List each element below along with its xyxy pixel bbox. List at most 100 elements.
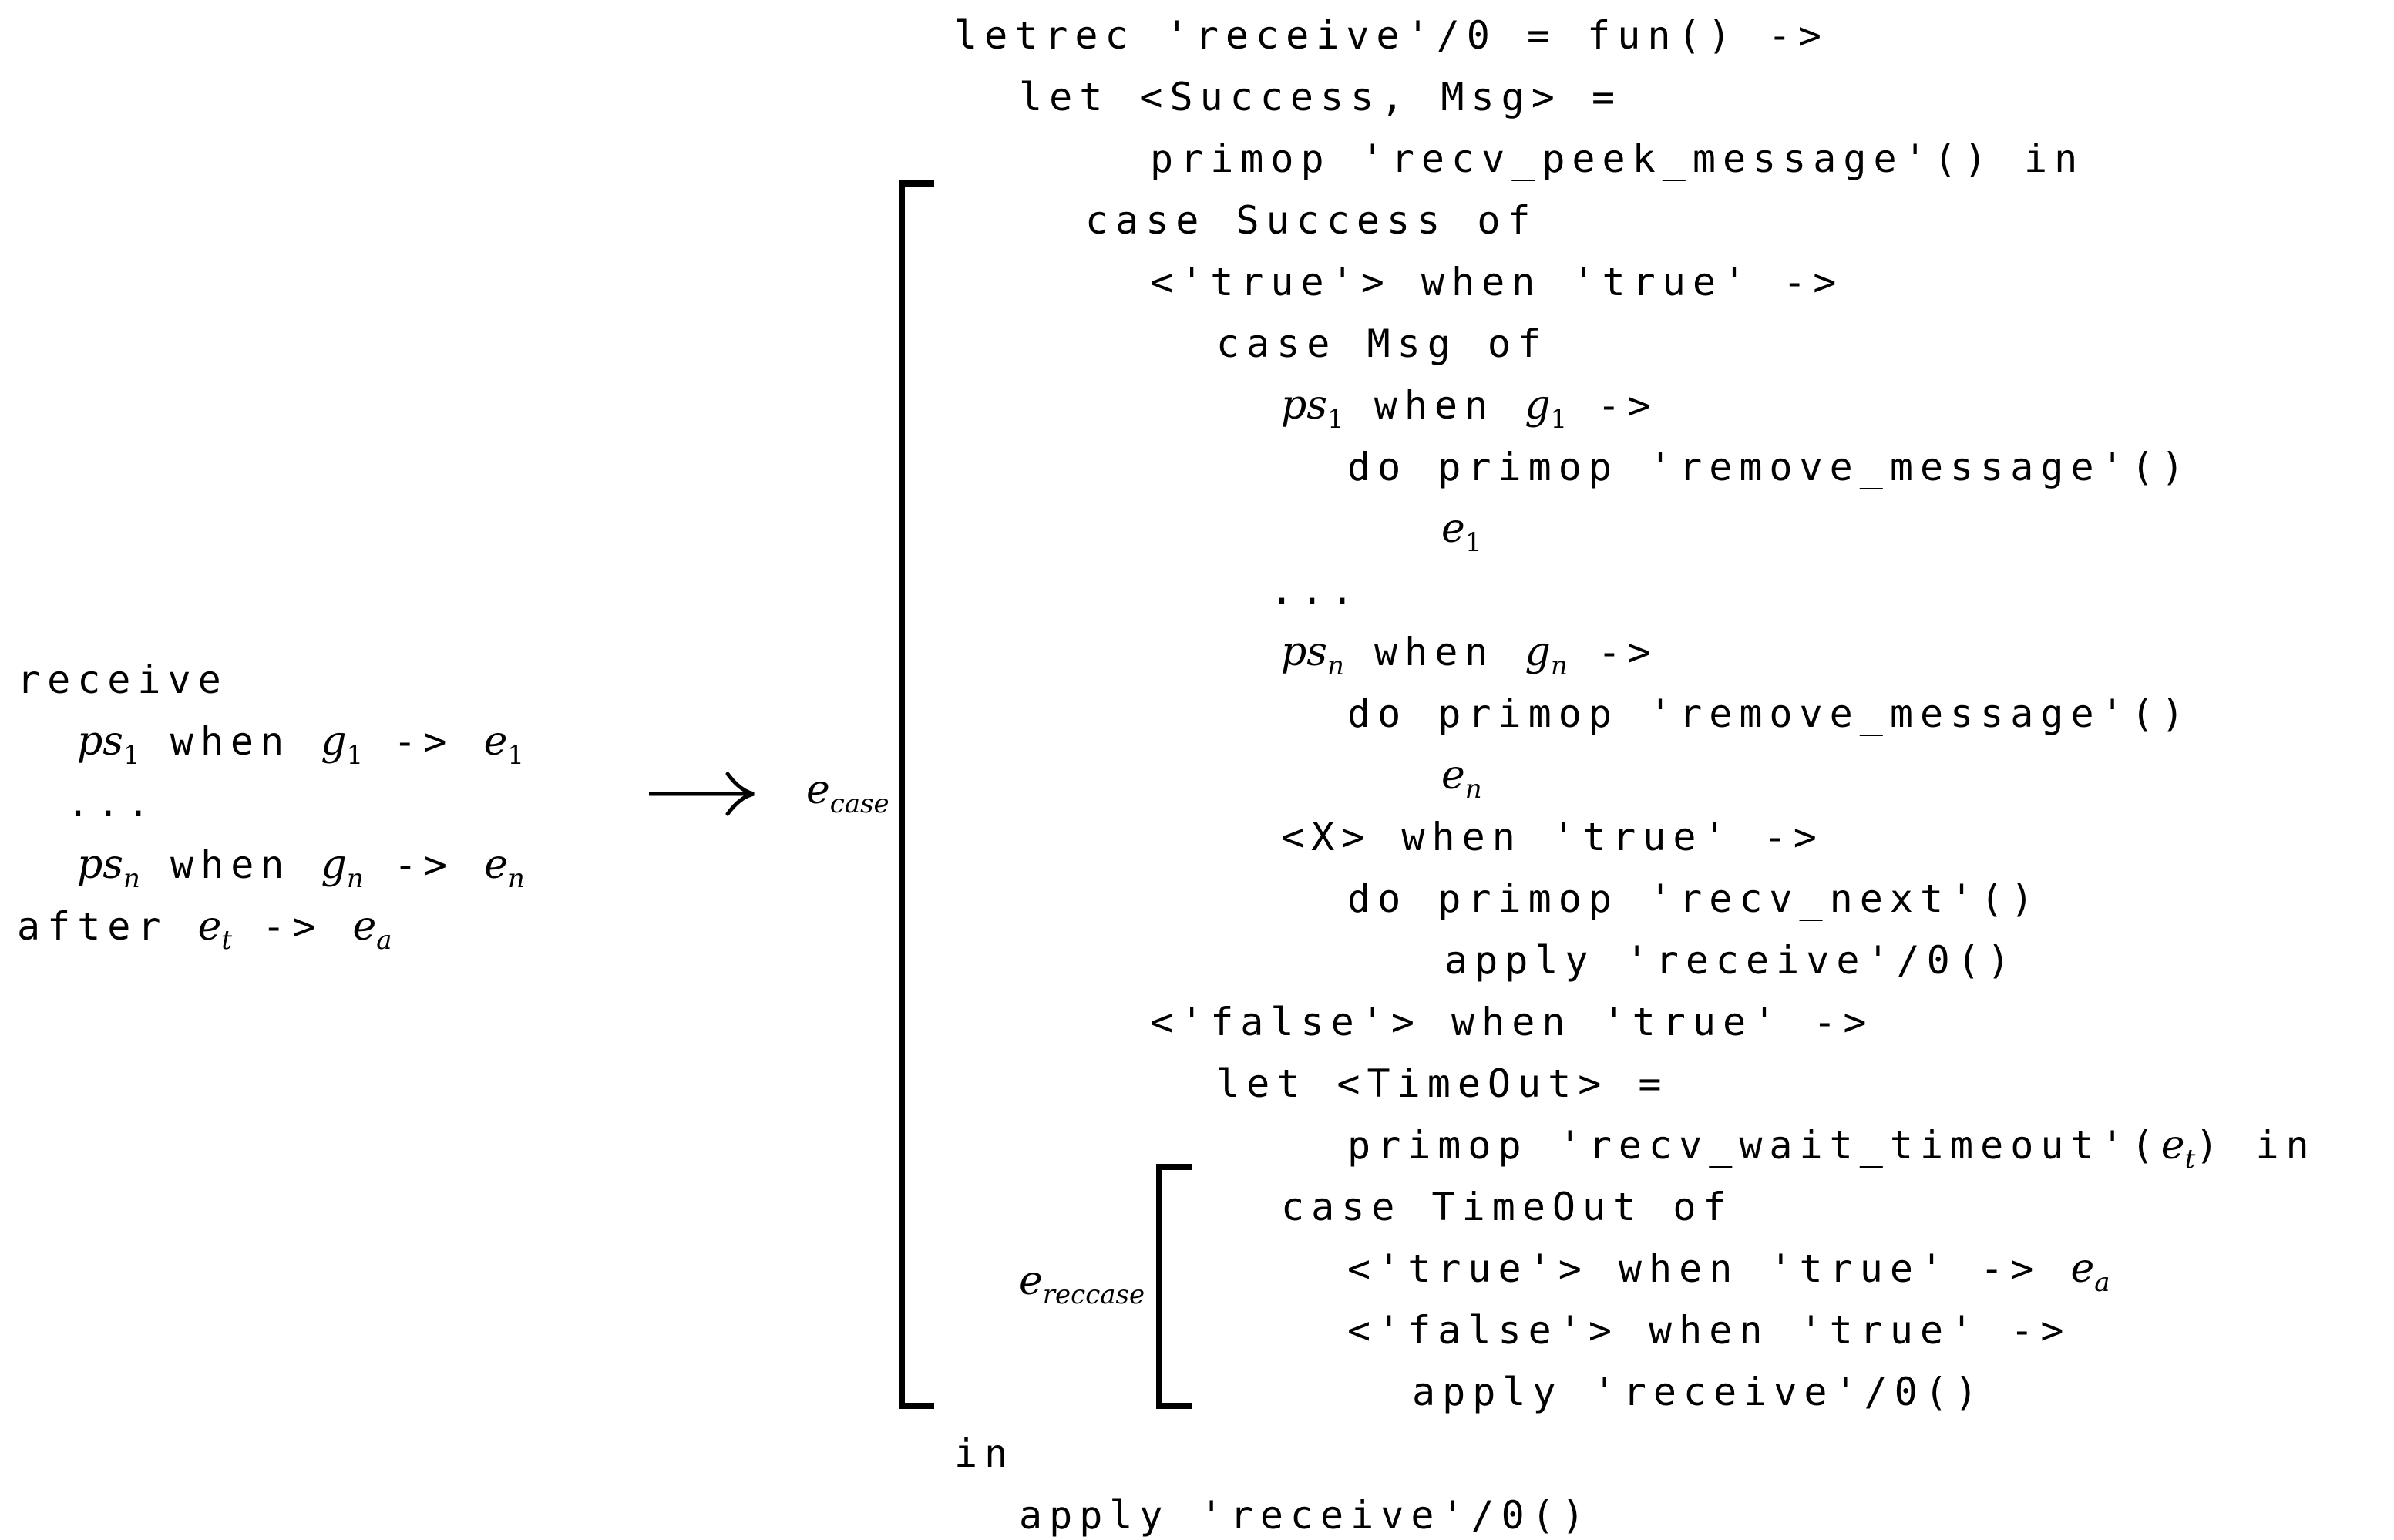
when-keyword: when	[1343, 383, 1525, 428]
body-e1: e	[483, 718, 508, 765]
code-line-let-timeout: let <TimeOut> =	[1216, 1061, 1669, 1107]
guard-g1: g	[321, 718, 347, 765]
guard-gn: g	[321, 842, 347, 888]
arrow-token: ->	[363, 842, 485, 887]
code-line-remove-n: do primop 'remove_message'()	[1347, 691, 2191, 737]
subscript: a	[376, 925, 392, 956]
code-line-apply-2: apply 'receive'/0()	[1412, 1369, 1985, 1415]
subscript: a	[2094, 1267, 2110, 1298]
when-keyword: when	[1343, 630, 1525, 674]
code-text: case Msg of	[1216, 321, 1548, 366]
subscript: reccase	[1042, 1279, 1145, 1310]
translation-arrow-icon	[649, 772, 755, 816]
code-line-ellipsis: ...	[1270, 567, 1360, 614]
code-text: <'true'> when 'true' ->	[1150, 260, 1844, 304]
code-line-true-branch: <'true'> when 'true' ->	[1150, 259, 1843, 305]
ereccase-label: ereccase	[1019, 1258, 1145, 1318]
pattern-ps1: ps	[77, 718, 123, 765]
code-text: let <TimeOut> =	[1216, 1061, 1669, 1106]
ellipsis: ...	[66, 781, 157, 825]
code-line-apply-final: apply 'receive'/0()	[1019, 1492, 1592, 1538]
code-line-timeout-false: <'false'> when 'true' ->	[1347, 1307, 2070, 1353]
subscript: n	[346, 863, 364, 894]
code-text: <X> when 'true' ->	[1281, 815, 1824, 859]
code-line-in: in	[954, 1431, 1014, 1477]
ecase-label: ecase	[806, 767, 889, 827]
subscript: n	[1550, 651, 1568, 681]
when-keyword: when	[140, 842, 321, 887]
pattern-psn: ps	[1281, 629, 1327, 675]
code-line-case-timeout: case TimeOut of	[1281, 1184, 1733, 1230]
label-e: e	[1019, 1258, 1043, 1304]
subscript: n	[1464, 774, 1482, 805]
code-text: do primop 'remove_message'()	[1347, 445, 2191, 489]
left-line-receive: receive	[17, 657, 228, 703]
code-line-apply-1: apply 'receive'/0()	[1444, 937, 2017, 984]
after-keyword: after	[17, 904, 198, 949]
code-line-e1: e1	[1441, 506, 1481, 566]
timeout-et: e	[197, 903, 222, 950]
subscript: 1	[1464, 527, 1482, 558]
after-body-ea: e	[2070, 1246, 2095, 1292]
code-text: in	[954, 1431, 1015, 1476]
code-text: ...	[1270, 568, 1361, 613]
subscript: 1	[346, 740, 364, 771]
code-text: case Success of	[1085, 198, 1538, 243]
left-line-clause-n: psn when gn -> en	[77, 842, 525, 902]
code-line-clause-n: psn when gn ->	[1281, 629, 1658, 689]
code-line-peek: primop 'recv_peek_message'() in	[1150, 136, 2084, 182]
code-text: do primop 'remove_message'()	[1347, 691, 2191, 736]
code-text: ) in	[2195, 1123, 2316, 1168]
subscript: n	[507, 863, 525, 894]
label-e: e	[806, 767, 830, 813]
code-line-remove-1: do primop 'remove_message'()	[1347, 444, 2191, 490]
ecase-bracket	[899, 180, 934, 1409]
left-line-after: after et -> ea	[17, 903, 392, 963]
code-line-clause-1: ps1 when g1 ->	[1281, 382, 1658, 442]
code-line-timeout-true: <'true'> when 'true' -> ea	[1347, 1246, 2110, 1306]
left-line-clause-1: ps1 when g1 -> e1	[77, 718, 524, 778]
code-text: case TimeOut of	[1281, 1185, 1733, 1229]
subscript: 1	[1550, 404, 1568, 435]
code-line-case-msg: case Msg of	[1216, 321, 1548, 367]
code-line-case-success: case Success of	[1085, 197, 1538, 244]
when-keyword: when	[140, 719, 321, 764]
after-body-ea: e	[352, 903, 377, 950]
code-line-x-branch: <X> when 'true' ->	[1281, 814, 1824, 860]
subscript: case	[829, 788, 889, 819]
code-line-recv-next: do primop 'recv_next'()	[1347, 876, 2040, 922]
code-text: primop 'recv_peek_message'() in	[1150, 136, 2085, 181]
subscript: 1	[123, 740, 140, 771]
arrow-token: ->	[1567, 630, 1659, 674]
timeout-et: e	[2160, 1122, 2185, 1168]
body-en: e	[484, 842, 508, 888]
arrow-token: ->	[1567, 383, 1658, 428]
code-text: let <Success, Msg> =	[1019, 75, 1622, 119]
guard-g1: g	[1525, 382, 1551, 429]
subscript: 1	[1326, 404, 1344, 435]
subscript: 1	[507, 740, 525, 771]
code-line-let-success: let <Success, Msg> =	[1019, 74, 1622, 120]
arrow-token: ->	[363, 719, 484, 764]
code-line-letrec: letrec 'receive'/0 = fun() ->	[954, 12, 1828, 59]
subscript: t	[2184, 1144, 2196, 1175]
code-text: primop 'recv_wait_timeout'(	[1347, 1123, 2161, 1168]
code-line-en: en	[1441, 752, 1482, 812]
code-text: <'true'> when 'true' ->	[1347, 1246, 2071, 1291]
subscript: t	[221, 925, 233, 956]
body-en: e	[1441, 752, 1465, 799]
ereccase-bracket	[1156, 1164, 1192, 1409]
code-text: <'false'> when 'true' ->	[1150, 1000, 1874, 1044]
code-text: apply 'receive'/0()	[1019, 1493, 1592, 1538]
subscript: n	[123, 863, 140, 894]
code-line-false-branch: <'false'> when 'true' ->	[1150, 999, 1873, 1045]
pattern-ps1: ps	[1281, 382, 1327, 429]
pattern-psn: ps	[77, 842, 123, 888]
body-e1: e	[1441, 506, 1465, 552]
arrow-token: ->	[232, 904, 353, 949]
code-text: apply 'receive'/0()	[1444, 938, 2017, 983]
left-receive-keyword: receive	[17, 657, 228, 702]
code-text: do primop 'recv_next'()	[1347, 876, 2041, 921]
subscript: n	[1326, 651, 1344, 681]
